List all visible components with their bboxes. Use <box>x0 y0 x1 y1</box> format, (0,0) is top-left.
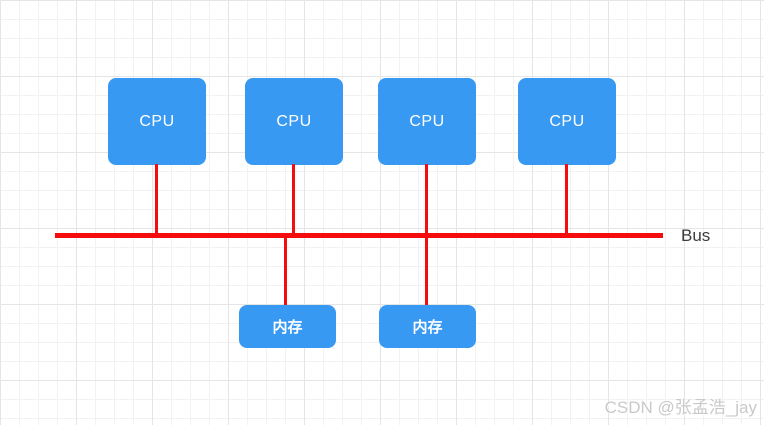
memory-node-1-label: 内存 <box>272 319 303 336</box>
cpu-node-2: CPU <box>245 78 343 165</box>
bus-label: Bus <box>681 226 711 245</box>
cpu-node-1: CPU <box>108 78 206 165</box>
bus-memory2-connector <box>425 235 428 305</box>
bus-line <box>55 233 663 238</box>
cpu1-bus-connector <box>155 164 158 234</box>
cpu-node-4: CPU <box>518 78 616 165</box>
bus-memory1-connector <box>284 235 287 305</box>
cpu-node-3-label: CPU <box>409 112 445 130</box>
cpu-node-3: CPU <box>378 78 476 165</box>
cpu-node-1-label: CPU <box>139 112 175 130</box>
csdn-watermark: CSDN @张孟浩_jay <box>604 398 757 417</box>
memory-node-2: 内存 <box>379 305 476 348</box>
cpu-node-4-label: CPU <box>549 112 585 130</box>
cpu-node-2-label: CPU <box>276 112 312 130</box>
cpu3-bus-connector <box>425 164 428 234</box>
memory-node-2-label: 内存 <box>412 319 443 336</box>
cpu2-bus-connector <box>292 164 295 234</box>
cpu4-bus-connector <box>565 164 568 234</box>
memory-node-1: 内存 <box>239 305 336 348</box>
